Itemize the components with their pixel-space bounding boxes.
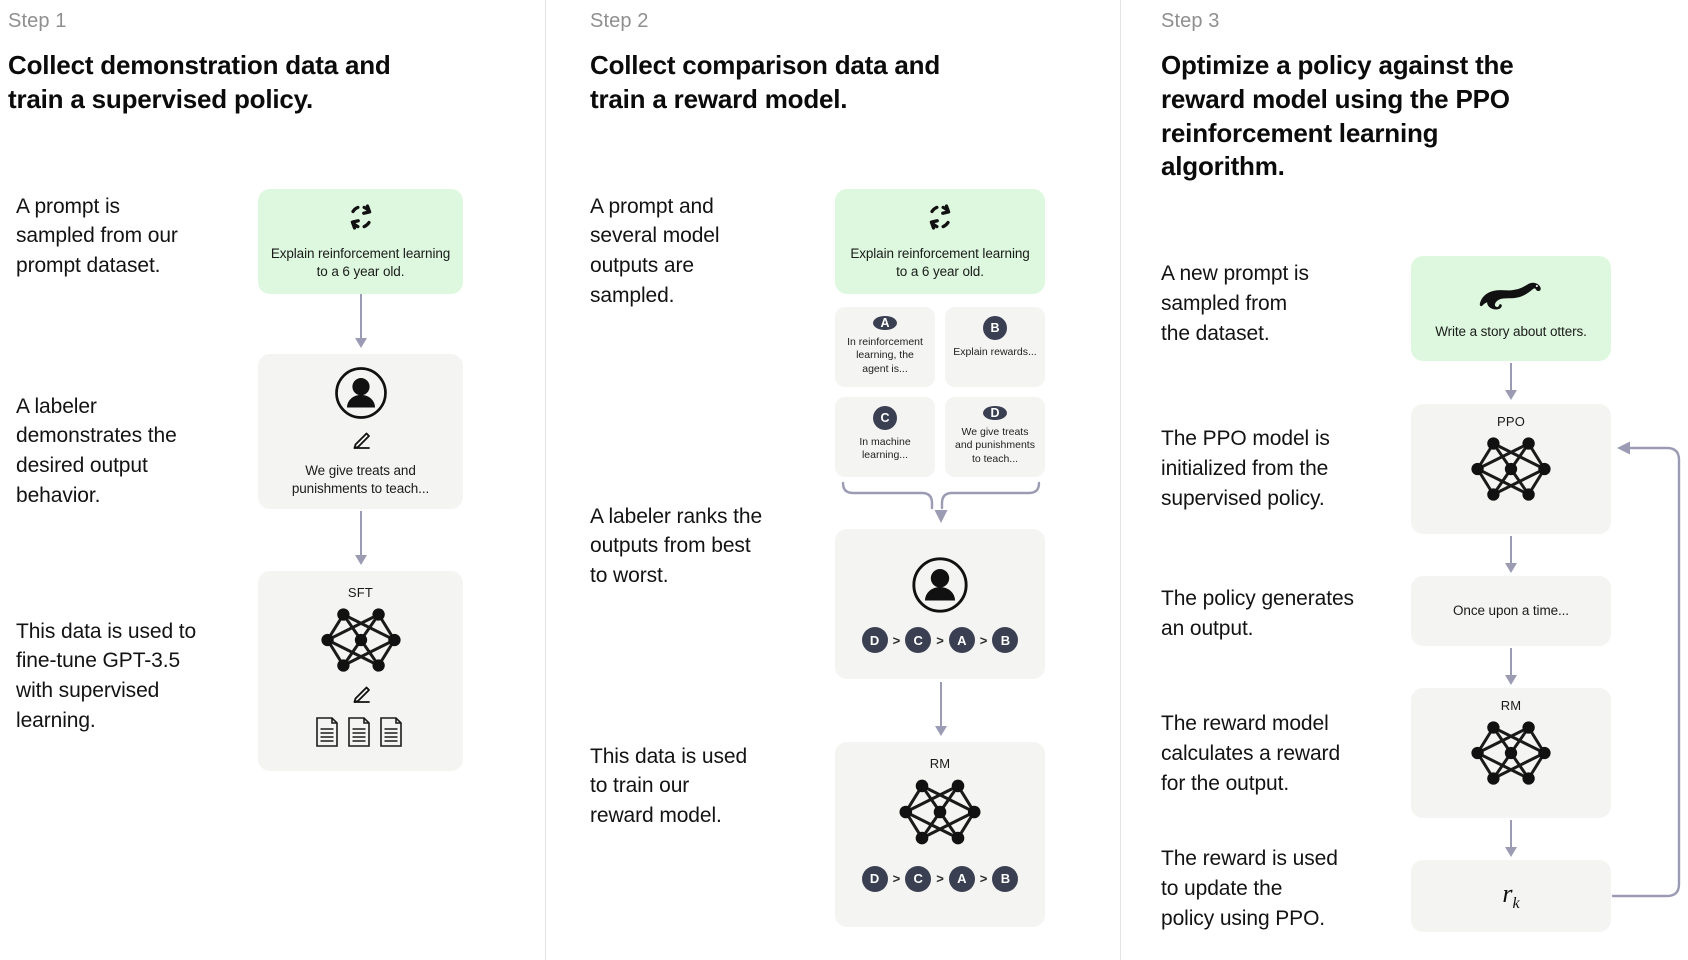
step-2-arrow-rm [934, 681, 948, 736]
rm-rank-badge-2: C [905, 865, 932, 892]
step-2-prompt-card: Explain reinforcement learning to a 6 ye… [835, 188, 1045, 294]
step-1-labeler-text: We give treats and punishments to teach.… [291, 463, 430, 497]
step-3-output-text: Once upon a time... [1453, 603, 1569, 619]
sample-card-d: D We give treats and punishments to teac… [945, 396, 1045, 477]
step-2-flow: Explain reinforcement learning to a 6 ye… [835, 188, 1045, 927]
step-3-arrow-2 [1504, 536, 1518, 574]
step-3-arrow-1 [1504, 363, 1518, 401]
step-3-flow: Write a story about otters. PPO [1411, 256, 1681, 933]
step-3-narrative-5: The reward is used to update the policy … [1161, 847, 1338, 930]
step-2-samples-grid: A In reinforcement learning, the agent i… [835, 306, 1045, 477]
sample-text-a: In reinforcement learning, the agent is.… [847, 335, 923, 375]
step-2-rm-card: RM [835, 741, 1045, 927]
step-3-narrative-4: The reward model calculates a reward for… [1161, 712, 1341, 795]
person-icon [909, 554, 971, 621]
step-1-flow: Explain reinforcement learning to a 6 ye… [258, 188, 463, 771]
step-1-prompt-text: Explain reinforcement learning to a 6 ye… [270, 245, 451, 279]
pencil-icon-sft [349, 683, 373, 712]
step-3-feedback-loop [1611, 441, 1681, 898]
step-3-ppo-card: PPO [1411, 404, 1611, 535]
reward-formula-sub: k [1512, 895, 1520, 913]
pencil-icon [349, 429, 373, 458]
loop-icon [346, 202, 376, 237]
rank-gt-1: > [892, 632, 901, 648]
rank-gt-3: > [979, 632, 988, 648]
step-3-ppo-caption: PPO [1496, 414, 1526, 430]
step-2-rm-rank-row: D > C > A > B [861, 865, 1019, 892]
step-2-title: Collect comparison data and train a rewa… [590, 49, 990, 117]
step-2-prompt-text: Explain reinforcement learning to a 6 ye… [850, 245, 1030, 279]
sample-badge-d: D [983, 405, 1007, 420]
step-3-arrow-3 [1504, 648, 1518, 686]
neural-network-icon [1467, 431, 1555, 512]
rm-rank-gt-2: > [936, 871, 944, 887]
step-2-ranking-card: D > C > A > B [835, 528, 1045, 679]
step-2-rm-caption: RM [929, 755, 951, 771]
rank-badge-1: D [861, 627, 888, 654]
step-1-arrow-2 [354, 510, 368, 565]
step-1-narrative-2: A labeler demonstrates the desired outpu… [16, 394, 177, 508]
step-1-sft-card: SFT [258, 570, 463, 771]
step-3-arrow-4 [1504, 820, 1518, 858]
step-3-output-card: Once upon a time... [1411, 576, 1611, 647]
rm-rank-badge-3: A [948, 865, 975, 892]
step-1-narrative-3: This data is used to fine-tune GPT-3.5 w… [16, 619, 197, 733]
sample-text-b: Explain rewards... [953, 345, 1037, 358]
step-3-reward-card: rk [1411, 860, 1611, 933]
step-3-narrative-3: The policy generates an output. [1161, 587, 1354, 640]
step-2-title-text: Collect comparison data and train a rewa… [590, 50, 941, 114]
step-3-prompt-text: Write a story about otters. [1435, 323, 1587, 339]
step-3-rm-caption: RM [1500, 698, 1522, 714]
step-1-narrative-1: A prompt is sampled from our prompt data… [16, 194, 178, 278]
step-1-labeler-card: We give treats and punishments to teach.… [258, 353, 463, 509]
loop-icon [925, 202, 955, 237]
step-1-sft-caption: SFT [347, 584, 374, 600]
step-2-narrative-2: A labeler ranks the outputs from best to… [590, 504, 763, 588]
rm-rank-gt-3: > [979, 871, 988, 887]
step-1-prompt-card: Explain reinforcement learning to a 6 ye… [258, 188, 463, 294]
step-3-title: Optimize a policy against the reward mod… [1161, 49, 1561, 184]
reward-formula-base: r [1502, 879, 1513, 909]
step-2-merge-brace [841, 481, 1041, 523]
step-3-narrative-2: The PPO model is initialized from the su… [1161, 427, 1330, 510]
sample-card-a: A In reinforcement learning, the agent i… [835, 306, 935, 387]
neural-network-icon [1467, 715, 1555, 796]
step-3-title-text: Optimize a policy against the reward mod… [1161, 50, 1514, 182]
sample-badge-c: C [873, 405, 897, 430]
neural-network-icon [895, 773, 985, 856]
otter-icon [1477, 277, 1545, 316]
neural-network-icon [317, 602, 405, 683]
sample-card-c: C In machine learning... [835, 396, 935, 477]
step-1-column: Step 1 Collect demonstration data and tr… [0, 0, 545, 960]
step-2-column: Step 2 Collect comparison data and train… [545, 0, 1120, 960]
rank-gt-2: > [936, 632, 944, 648]
documents-icon [315, 716, 407, 753]
rank-badge-3: A [948, 627, 975, 654]
person-icon [332, 364, 390, 427]
step-2-narrative-3: This data is used to train our reward mo… [590, 744, 748, 828]
rank-badge-2: C [905, 627, 932, 654]
sample-badge-a: A [873, 315, 897, 330]
rm-rank-badge-1: D [861, 865, 888, 892]
sample-badge-b: B [983, 315, 1007, 340]
sample-card-b: B Explain rewards... [945, 306, 1045, 387]
step-3-label: Step 3 [1161, 10, 1220, 32]
step-2-narrative-1: A prompt and several model outputs are s… [590, 194, 720, 308]
step-3-column: Step 3 Optimize a policy against the rew… [1120, 0, 1688, 960]
step-1-title: Collect demonstration data and train a s… [8, 49, 428, 117]
step-2-label: Step 2 [590, 10, 649, 32]
rank-badge-4: B [992, 627, 1019, 654]
sample-text-d: We give treats and punishments to teach.… [955, 425, 1035, 465]
rm-rank-gt-1: > [892, 871, 901, 887]
rm-rank-badge-4: B [992, 865, 1019, 892]
step-1-title-text: Collect demonstration data and train a s… [8, 50, 391, 114]
step-3-narrative-1: A new prompt is sampled from the dataset… [1161, 262, 1309, 345]
step-3-prompt-card: Write a story about otters. [1411, 256, 1611, 362]
step-1-label: Step 1 [8, 10, 67, 32]
step-3-reward-formula: rk [1502, 879, 1519, 913]
step-2-rank-row: D > C > A > B [861, 627, 1019, 654]
sample-text-c: In machine learning... [859, 435, 911, 462]
step-1-arrow-1 [354, 293, 368, 348]
step-3-rm-card: RM [1411, 688, 1611, 819]
